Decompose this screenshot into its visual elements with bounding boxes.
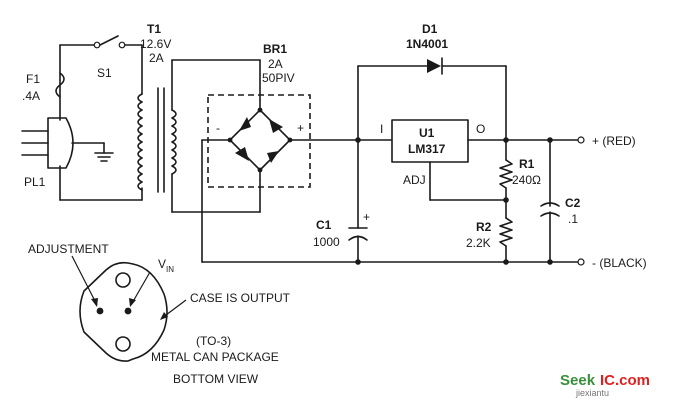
label-s1: S1: [97, 66, 112, 80]
svg-text:IC.com: IC.com: [600, 372, 650, 389]
output-positive-terminal: [577, 136, 585, 144]
capacitor-c2-icon: [540, 139, 560, 263]
label-pkg-metal: METAL CAN PACKAGE: [151, 350, 279, 364]
resistor-r2-icon: [499, 199, 513, 263]
label-c1-plus: +: [363, 210, 370, 224]
label-r1-value: 240Ω: [512, 173, 541, 187]
label-f1: F1: [26, 72, 40, 86]
label-br1-plus: +: [297, 121, 304, 135]
label-t1-current: 2A: [149, 51, 164, 65]
svg-text:Seek: Seek: [560, 372, 596, 389]
label-br1-current: 2A: [268, 57, 283, 71]
label-u1-out: O: [476, 122, 485, 136]
svg-text:jiexiantu: jiexiantu: [575, 388, 609, 398]
label-br1-minus: -: [216, 121, 220, 135]
bridge-diode-icon: [235, 147, 249, 161]
to3-package-icon: [79, 261, 168, 362]
plug-pl1: [21, 117, 74, 169]
bridge-diode-icon: [239, 117, 251, 131]
regulator-u1: [391, 119, 469, 163]
label-br1: BR1: [263, 42, 287, 56]
label-u1-part: LM317: [408, 142, 446, 156]
label-c1-value: 1000: [313, 235, 340, 249]
ground-icon: [71, 142, 114, 162]
label-d1-part: 1N4001: [406, 37, 448, 51]
label-br1-piv: 50PIV: [262, 71, 295, 85]
transformer-t1-icon: [137, 87, 177, 193]
label-pl1: PL1: [24, 175, 46, 189]
leader-adjustment: [71, 255, 98, 306]
diode-d1-icon: [427, 57, 443, 75]
label-t1: T1: [147, 22, 161, 36]
bridge-diode-icon: [267, 151, 279, 163]
label-c2-value: .1: [568, 212, 578, 226]
label-u1: U1: [419, 126, 435, 140]
label-d1: D1: [422, 22, 438, 36]
label-u1-in: I: [380, 122, 383, 136]
label-pkg-adjustment: ADJUSTMENT: [28, 242, 109, 256]
watermark-logo: Seek IC.com jiexiantu: [560, 372, 650, 398]
label-u1-adj: ADJ: [403, 173, 426, 187]
output-negative-terminal: [577, 258, 585, 266]
label-c1: C1: [316, 218, 332, 232]
resistor-r1-icon: [499, 139, 513, 201]
label-pkg-case: CASE IS OUTPUT: [190, 291, 291, 305]
label-out-positive: + (RED): [592, 134, 636, 148]
capacitor-c1-icon: [348, 139, 368, 263]
label-out-negative: - (BLACK): [592, 256, 647, 270]
label-r2-value: 2.2K: [466, 236, 491, 250]
label-pkg-bottom: BOTTOM VIEW: [173, 372, 259, 386]
label-pkg-vin: VIN: [158, 257, 174, 274]
switch-s1-icon: [93, 35, 143, 95]
fuse-f1-icon: [55, 72, 65, 98]
label-pkg-to3: (TO-3): [196, 334, 231, 348]
label-r2: R2: [476, 220, 492, 234]
label-f1-rating: .4A: [22, 89, 40, 103]
label-r1: R1: [519, 157, 535, 171]
bridge-diode-icon: [269, 119, 283, 133]
bridge-br1: [207, 94, 311, 188]
label-c2: C2: [565, 196, 581, 210]
label-t1-voltage: 12.6V: [140, 37, 171, 51]
